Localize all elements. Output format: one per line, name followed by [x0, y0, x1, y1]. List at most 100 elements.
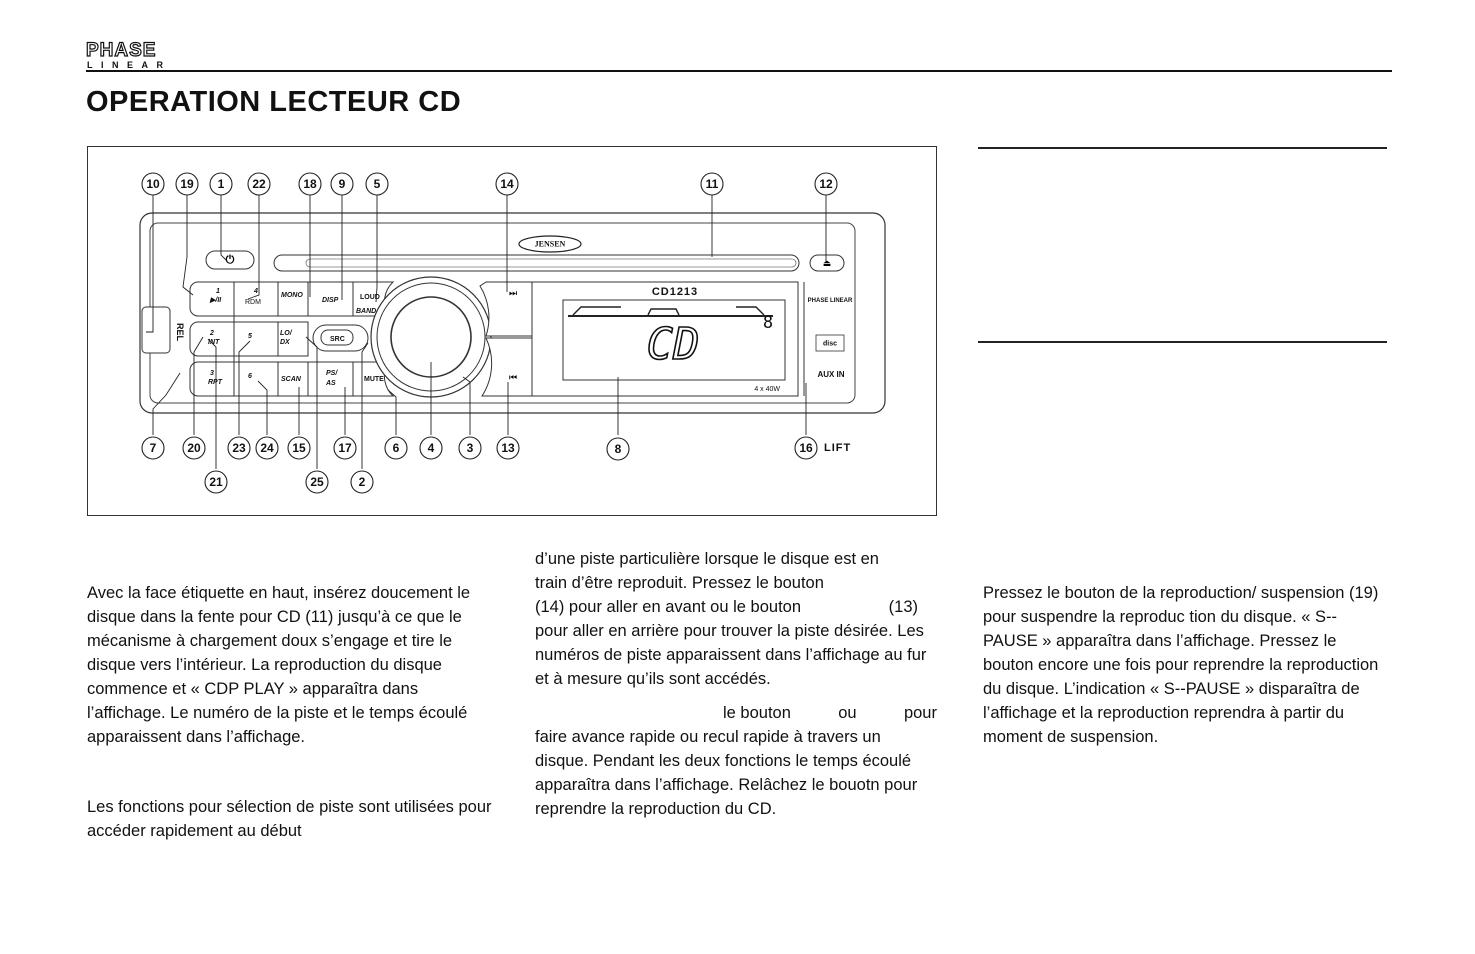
key-4-sub: RDM [245, 299, 261, 306]
key-loud: LOUD [360, 294, 380, 301]
col1-paragraph-1: Avec la face étiquette en haut, insérez … [87, 584, 471, 746]
power-icon: ⏻ [226, 253, 235, 266]
col2-paragraph-1-rest: pour aller en arrière pour trouver la pi… [535, 622, 927, 688]
col1-paragraph-2: Les fonctions pour sélection de piste so… [87, 798, 492, 840]
logo-line2: LINEAR [87, 60, 172, 70]
svg-text:4: 4 [428, 441, 435, 455]
page-title: OPERATION LECTEUR CD [86, 86, 462, 118]
callout-6: 6 [384, 436, 408, 460]
col2-line-1: d’une piste particulière lorsque le disq… [535, 550, 879, 568]
col3-paragraph-1: Pressez le bouton de la reproduction/ su… [983, 584, 1379, 746]
svg-text:1: 1 [218, 177, 225, 191]
header-rule [86, 70, 1392, 72]
disc-logo-icon: disc [823, 341, 837, 348]
svg-text:5: 5 [374, 177, 381, 191]
svg-text:8: 8 [615, 442, 622, 456]
display-digit: 8 [763, 313, 773, 333]
aux-label: AUX IN [817, 370, 844, 379]
col2-p2-a: le bouton [723, 704, 791, 722]
key-1-sub: ▶/II [209, 297, 222, 304]
key-2-sub: INT [208, 339, 220, 346]
col2-line-2: train d’être reproduit. Pressez le bouto… [535, 574, 824, 592]
key-psas-1: PS/ [326, 370, 338, 377]
col2-p2-c: pour [903, 704, 937, 722]
callout-4: 4 [419, 436, 443, 460]
logo-line1: PHASE [86, 40, 156, 61]
callout-5: 5 [365, 172, 389, 196]
key-3: 3 [210, 370, 214, 377]
power-rating: 4 x 40W [754, 386, 780, 393]
callout-12: 12 [814, 172, 838, 196]
svg-text:19: 19 [180, 177, 194, 191]
column-2: d’une piste particulière lorsque le disq… [535, 547, 937, 821]
key-3-sub: RPT [208, 379, 223, 386]
callout-8: 8 [606, 437, 630, 461]
svg-text:20: 20 [187, 441, 201, 455]
rel-label: REL [175, 323, 185, 342]
col2-line-3: (14) pour aller en avant ou le bouton (1… [535, 595, 918, 619]
next-track-icon: ⏭ [509, 288, 517, 298]
callout-3: 3 [458, 436, 482, 460]
key-band: BAND [356, 308, 376, 315]
svg-text:25: 25 [310, 475, 324, 489]
model-label: CD1213 [652, 286, 698, 298]
svg-text:14: 14 [500, 177, 514, 191]
key-psas-2: AS [325, 380, 336, 387]
svg-text:7: 7 [150, 441, 157, 455]
svg-text:15: 15 [292, 441, 306, 455]
lift-label: LIFT [824, 442, 851, 454]
col2-paragraph-2: le bouton ou pour faire avance rapide ou… [535, 701, 937, 821]
key-disp: DISP [322, 297, 339, 304]
svg-text:22: 22 [252, 177, 266, 191]
svg-text:9: 9 [339, 177, 346, 191]
col2-p2-b: ou [838, 704, 857, 722]
key-5: 5 [248, 333, 252, 340]
eject-icon: ⏏ [823, 258, 832, 268]
key-src: SRC [330, 336, 345, 343]
key-lodx-2: DX [280, 339, 291, 346]
callout-23: 23 [227, 436, 251, 460]
column-3: Pressez le bouton de la reproduction/ su… [983, 581, 1383, 749]
svg-text:10: 10 [146, 177, 160, 191]
callout-13: 13 [496, 436, 520, 460]
column-1: Avec la face étiquette en haut, insérez … [87, 581, 492, 843]
callouts-lower: 21 25 2 [204, 470, 374, 494]
svg-text:21: 21 [209, 475, 223, 489]
key-2: 2 [209, 330, 214, 337]
svg-text:17: 17 [338, 441, 352, 455]
volume-knob [370, 276, 492, 398]
callout-21: 21 [204, 470, 228, 494]
callouts-top: 10 19 1 22 18 9 5 14 11 12 [141, 172, 838, 196]
svg-text:2: 2 [359, 475, 366, 489]
col2-paragraph-1: d’une piste particulière lorsque le disq… [535, 547, 937, 691]
display-text: CD [647, 319, 700, 370]
key-lodx-1: LO/ [280, 330, 293, 337]
key-mute: MUTE [364, 376, 384, 383]
col2-paragraph-2-rest: faire avance rapide ou recul rapide à tr… [535, 728, 918, 818]
callout-7: 7 [141, 436, 165, 460]
phase-linear-logo: PHASE LINEAR [85, 39, 198, 70]
callout-19: 19 [175, 172, 199, 196]
callout-1: 1 [209, 172, 233, 196]
svg-text:23: 23 [232, 441, 246, 455]
col2-p2-line-1: le bouton ou pour [535, 701, 937, 725]
svg-text:6: 6 [393, 441, 400, 455]
prev-track-icon: ⏮ [509, 372, 517, 382]
callout-14: 14 [495, 172, 519, 196]
svg-text:16: 16 [799, 441, 813, 455]
col2-line-3b: (13) [888, 598, 918, 616]
callout-11: 11 [700, 172, 724, 196]
svg-text:11: 11 [706, 177, 719, 191]
keypad: 1 ▶/II 4 RDM MONO DISP LOUD BAND 2 INT 5… [189, 281, 395, 397]
callout-16: 16 [794, 436, 818, 460]
callout-22: 22 [247, 172, 271, 196]
key-6: 6 [248, 373, 252, 380]
key-scan: SCAN [281, 376, 302, 383]
stereo-diagram: REL JENSEN ⏏ ⏻ 1 ▶/II [87, 146, 937, 516]
callout-17: 17 [333, 436, 357, 460]
callout-15: 15 [287, 436, 311, 460]
right-rule-bottom [978, 341, 1387, 343]
svg-text:3: 3 [467, 441, 474, 455]
callout-20: 20 [182, 436, 206, 460]
key-mono: MONO [281, 292, 303, 299]
